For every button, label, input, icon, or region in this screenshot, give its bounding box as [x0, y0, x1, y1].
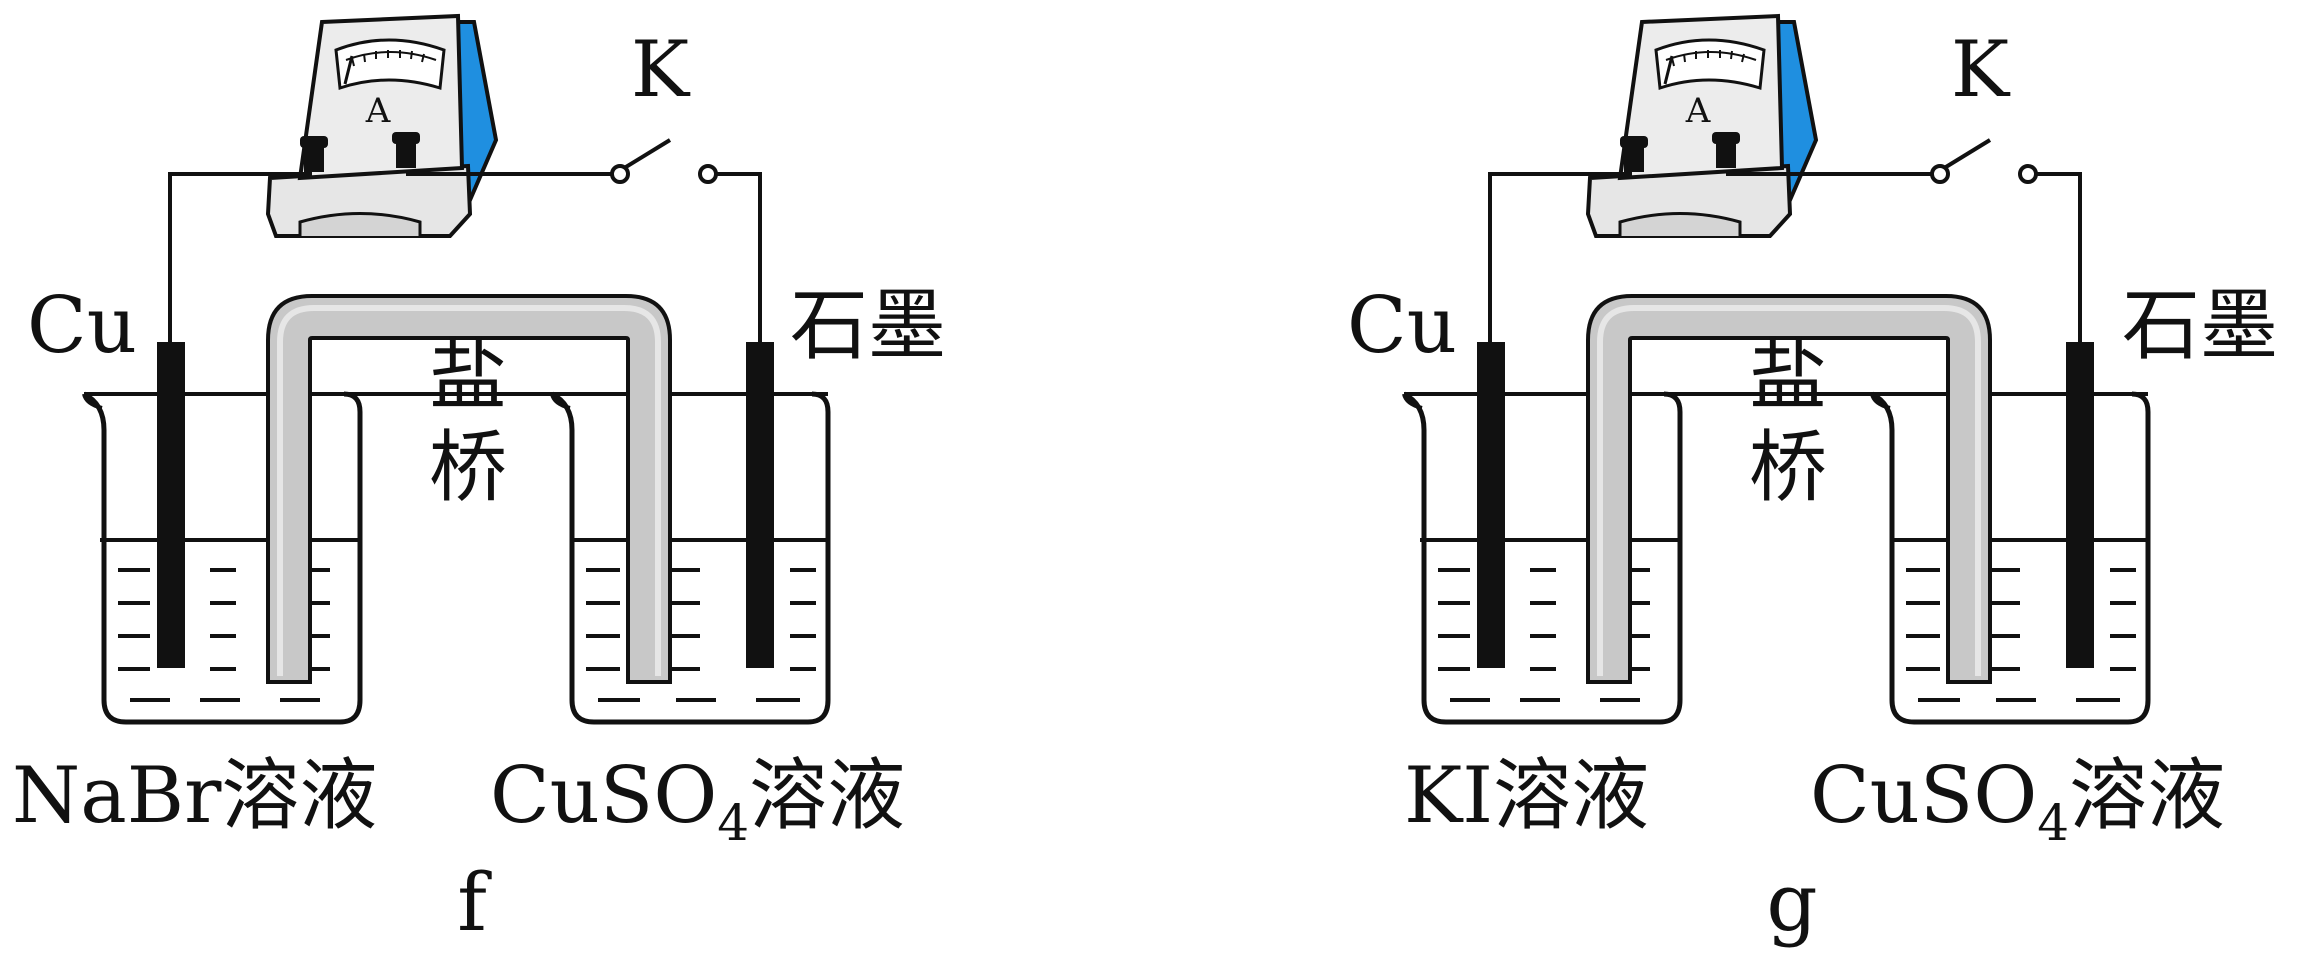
panel-f: A K Cu 石墨 盐 桥 NaBr溶液 CuSO4溶液 f	[12, 16, 946, 949]
caption-f: f	[457, 856, 492, 949]
right-solution-label-g: CuSO4溶液	[1810, 751, 2225, 852]
right-electrode-label-g: 石墨	[2122, 281, 2278, 371]
salt-bridge-label-top-f: 盐	[429, 331, 507, 421]
meter-letter-g: A	[1685, 91, 1711, 131]
right-solution-label-f: CuSO4溶液	[490, 751, 905, 852]
left-electrode-label-f: Cu	[27, 281, 137, 371]
salt-bridge-label-bottom-g: 桥	[1749, 423, 1827, 513]
right-solution-sub-f: 4	[717, 794, 749, 852]
switch-label-f: K	[631, 25, 691, 115]
salt-bridge-label-top-g: 盐	[1749, 331, 1827, 421]
right-solution-main-f: CuSO	[490, 751, 717, 841]
right-solution-tail-g: 溶液	[2069, 751, 2225, 841]
right-solution-tail-f: 溶液	[749, 751, 905, 841]
caption-g: g	[1766, 856, 1817, 949]
switch-label-g: K	[1951, 25, 2011, 115]
meter-letter-f: A	[365, 91, 391, 131]
right-electrode-label-f: 石墨	[790, 281, 946, 371]
salt-bridge-label-bottom-f: 桥	[429, 423, 507, 513]
panel-g: A K Cu 石墨 盐 桥 KI溶液 CuSO4溶液 g	[1347, 16, 2278, 949]
left-solution-label-g: KI溶液	[1404, 751, 1649, 841]
right-solution-main-g: CuSO	[1810, 751, 2037, 841]
left-solution-label-f: NaBr溶液	[12, 751, 377, 841]
right-solution-sub-g: 4	[2037, 794, 2069, 852]
left-electrode-label-g: Cu	[1347, 281, 1457, 371]
